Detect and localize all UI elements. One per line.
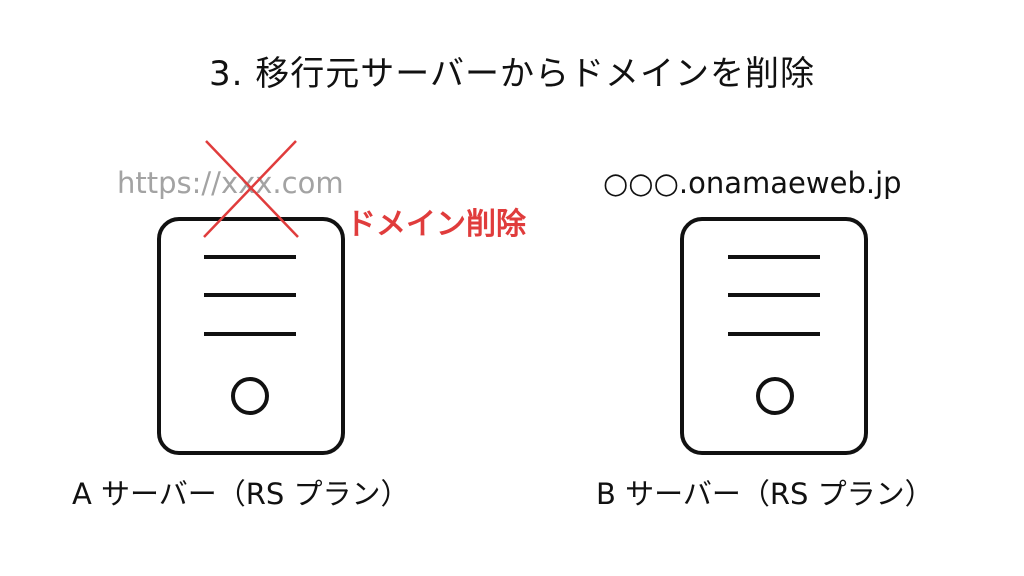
delete-cross-icon <box>203 140 299 238</box>
source-server-icon <box>157 217 345 455</box>
source-domain-url: https://xxx.com <box>117 166 344 200</box>
destination-server-icon <box>680 217 868 455</box>
destination-server-caption: B サーバー（RS プラン） <box>596 477 934 511</box>
page-title: 3. 移行元サーバーからドメインを削除 <box>209 54 815 94</box>
destination-domain-url: ○○○.onamaeweb.jp <box>603 166 902 200</box>
source-server-caption: A サーバー（RS プラン） <box>72 477 410 511</box>
domain-deletion-label: ドメイン削除 <box>346 207 526 242</box>
